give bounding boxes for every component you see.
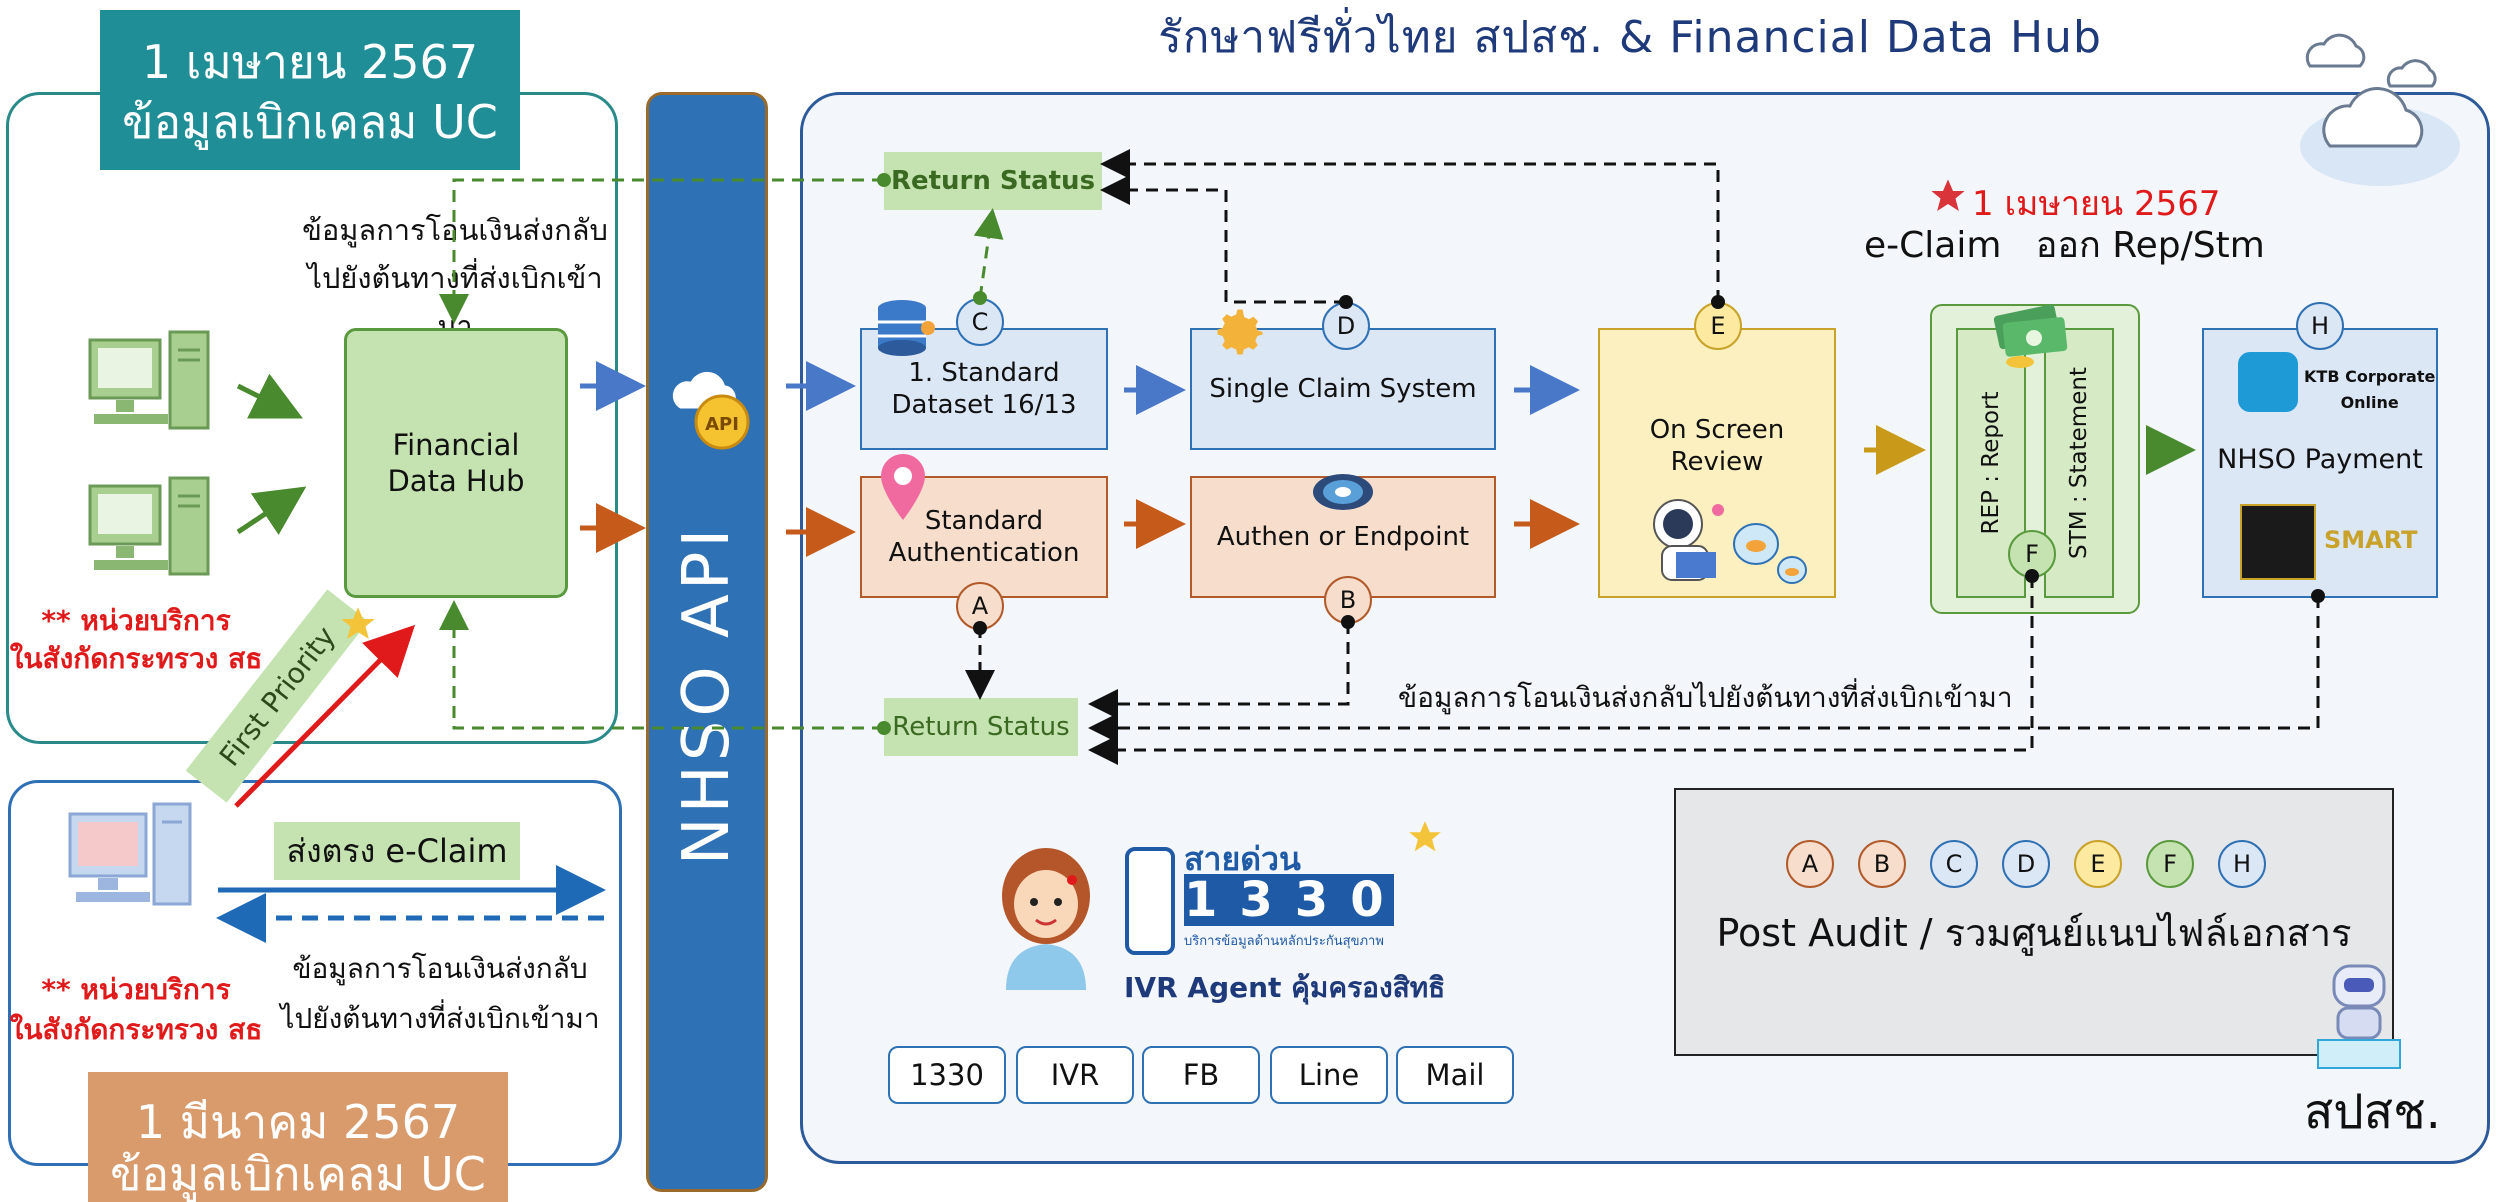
database-icon — [878, 300, 935, 356]
channel-line[interactable]: Line — [1270, 1046, 1388, 1104]
svg-text:API: API — [705, 414, 739, 435]
green-return-top — [439, 178, 884, 324]
return-status-top: Return Status — [884, 152, 1102, 210]
post-audit-panel: A B C D E F H Post Audit / รวมศูนย์แนบไฟ… — [1674, 788, 2394, 1056]
robot-icon — [2317, 964, 2401, 1069]
audit-circle-a: A — [1786, 840, 1834, 888]
return-status-bottom-label: Return Status — [892, 712, 1070, 742]
audit-circle-d: D — [2002, 840, 2050, 888]
return-status-bottom: Return Status — [884, 698, 1078, 756]
computer-icon — [68, 802, 192, 906]
computer-icon — [88, 330, 210, 430]
unit-note-top: ** หน่วยบริการ ในสังกัดกระทรวง สธ — [6, 602, 266, 678]
unit-note-bottom-line2: ในสังกัดกระทรวง สธ — [9, 1013, 263, 1046]
step-h-circle: H — [2296, 302, 2344, 350]
channel-fb[interactable]: FB — [1142, 1046, 1260, 1104]
transfer-note-main: ข้อมูลการโอนเงินส่งกลับไปยังต้นทางที่ส่ง… — [1398, 681, 2013, 714]
ktb-label: KTB Corporate Online — [2304, 364, 2435, 416]
dash-b-return — [1088, 622, 1350, 719]
step-e-circle: E — [1694, 302, 1742, 350]
fdh-line1: Financial — [392, 428, 520, 462]
channel-ivr[interactable]: IVR — [1016, 1046, 1134, 1104]
hotline-tagline: บริการข้อมูลด้านหลักประกันสุขภาพ — [1184, 934, 1384, 949]
channel-mail[interactable]: Mail — [1396, 1046, 1514, 1104]
direct-eclaim-label: ส่งตรง e-Claim — [286, 831, 508, 870]
on-screen-line2: Review — [1670, 447, 1764, 477]
single-claim-label: Single Claim System — [1209, 374, 1477, 404]
hotline-logo: สายด่วน สปสช. 1330 บริการข้อมูลด้านหลักป… — [1124, 834, 1400, 956]
ktb-line2: Online — [2340, 393, 2399, 412]
audit-circle-c: C — [1930, 840, 1978, 888]
eclaim-label: e-Claim ออก Rep/Stm — [1864, 225, 2265, 266]
unit-note-bottom-line1: ** หน่วยบริการ — [41, 973, 231, 1006]
star-icon — [1409, 821, 1441, 852]
standard-auth-line2: Authentication — [888, 538, 1080, 568]
page-title: รักษาฟรีทั่วไทย สปสช. & Financial Data H… — [1158, 12, 2102, 63]
computer-icon — [88, 476, 210, 576]
standard-dataset-box: 1. Standard Dataset 16/13 — [860, 328, 1108, 450]
dash-h-return — [1088, 596, 2320, 743]
transfer-note-bottom-line1: ข้อมูลการโอนเงินส่งกลับ — [292, 952, 588, 985]
audit-circle-h: H — [2218, 840, 2266, 888]
hotline-number: 1330 — [1184, 872, 1406, 928]
audit-circle-f: F — [2146, 840, 2194, 888]
unit-note-bottom: ** หน่วยบริการ ในสังกัดกระทรวง สธ — [6, 970, 266, 1050]
fdh-line2: Data Hub — [387, 464, 525, 498]
ivr-agent-label: IVR Agent คุ้มครองสิทธิ — [1124, 971, 1446, 1004]
clouds-icon — [2300, 33, 2460, 186]
smart-label: SMART — [2324, 526, 2418, 554]
return-status-top-label: Return Status — [890, 166, 1096, 196]
authen-endpoint-label: Authen or Endpoint — [1216, 522, 1470, 552]
unit-note-top-line1: ** หน่วยบริการ — [41, 604, 231, 637]
api-cloud-icon: API — [669, 368, 750, 450]
dash-f-return — [1088, 576, 2034, 765]
post-audit-text: Post Audit / รวมศูนย์แนบไฟล์เอกสาร — [1716, 911, 2352, 955]
arrow-pc2-fdh — [236, 486, 307, 535]
channel-1330[interactable]: 1330 — [888, 1046, 1006, 1104]
dash-d-return — [1100, 175, 1346, 304]
dash-e-return — [1100, 149, 1720, 302]
transfer-note-bottom: ข้อมูลการโอนเงินส่งกลับ ไปยังต้นทางที่ส่… — [250, 944, 630, 1044]
star-icon — [1931, 179, 1965, 211]
ribbon-april-label: ข้อมูลเบิกเคลม UC — [122, 95, 498, 149]
green-return-bottom — [439, 600, 884, 730]
green-c-to-return — [973, 208, 1004, 299]
standard-dataset-line1: 1. Standard — [908, 358, 1060, 388]
call-agent-icon — [1002, 848, 1090, 990]
on-screen-line1: On Screen — [1649, 415, 1785, 445]
ribbon-march-date: 1 มีนาคม 2567 — [135, 1095, 461, 1149]
ribbon-april-date: 1 เมษายน 2567 — [141, 35, 479, 89]
org-label: สปสช. — [2304, 1084, 2441, 1140]
phone-icon — [1125, 847, 1175, 955]
arrow-first-priority — [234, 624, 416, 808]
ktb-logo — [2238, 352, 2298, 412]
ribbon-march: 1 มีนาคม 2567 ข้อมูลเบิกเคลม UC — [88, 1072, 508, 1202]
gear-icon — [1217, 309, 1263, 355]
ribbon-april: 1 เมษายน 2567 ข้อมูลเบิกเคลม UC — [100, 10, 520, 170]
unit-note-top-line2: ในสังกัดกระทรวง สธ — [9, 642, 263, 675]
direct-eclaim-tag: ส่งตรง e-Claim — [274, 822, 520, 880]
target-icon — [1313, 474, 1373, 510]
astronaut-icon — [1653, 499, 1807, 584]
ktb-line1: KTB Corporate — [2304, 367, 2436, 386]
nhso-api-bar: NHSO API — [646, 92, 768, 1192]
eclaim-date: 1 เมษายน 2567 — [1972, 184, 2221, 224]
location-pin-icon — [881, 454, 925, 520]
standard-dataset-line2: Dataset 16/13 — [891, 390, 1077, 420]
audit-circle-b: B — [1858, 840, 1906, 888]
smart-logo — [2240, 504, 2316, 580]
audit-circle-e: E — [2074, 840, 2122, 888]
standard-auth-line1: Standard — [924, 506, 1044, 536]
on-screen-review-box: On Screen Review — [1598, 328, 1836, 598]
nhso-payment-label: NHSO Payment — [2217, 444, 2423, 475]
arrow-pc1-fdh — [236, 373, 303, 419]
financial-data-hub: Financial Data Hub — [344, 328, 568, 598]
transfer-note-bottom-line2: ไปยังต้นทางที่ส่งเบิกเข้ามา — [280, 1002, 600, 1035]
money-icon — [1993, 304, 2068, 368]
